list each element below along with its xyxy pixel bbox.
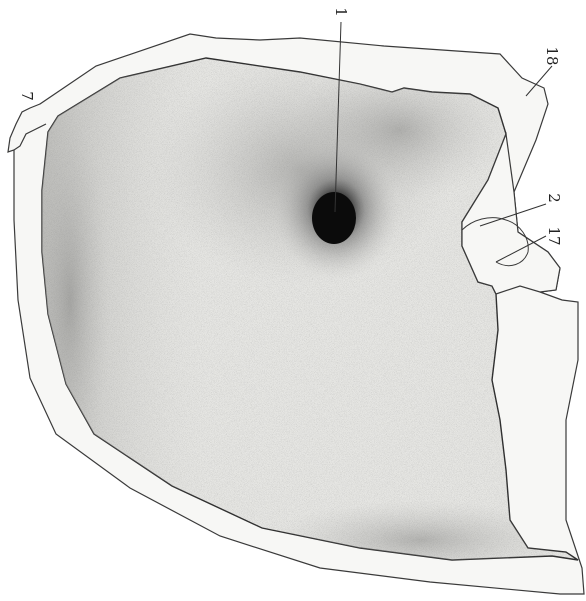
dark-nucleus bbox=[312, 192, 356, 244]
label-1: 1 bbox=[332, 7, 350, 17]
label-2: 2 bbox=[545, 193, 563, 203]
label-17: 17 bbox=[545, 226, 563, 245]
label-7: 7 bbox=[18, 91, 36, 101]
label-18: 18 bbox=[543, 46, 561, 65]
